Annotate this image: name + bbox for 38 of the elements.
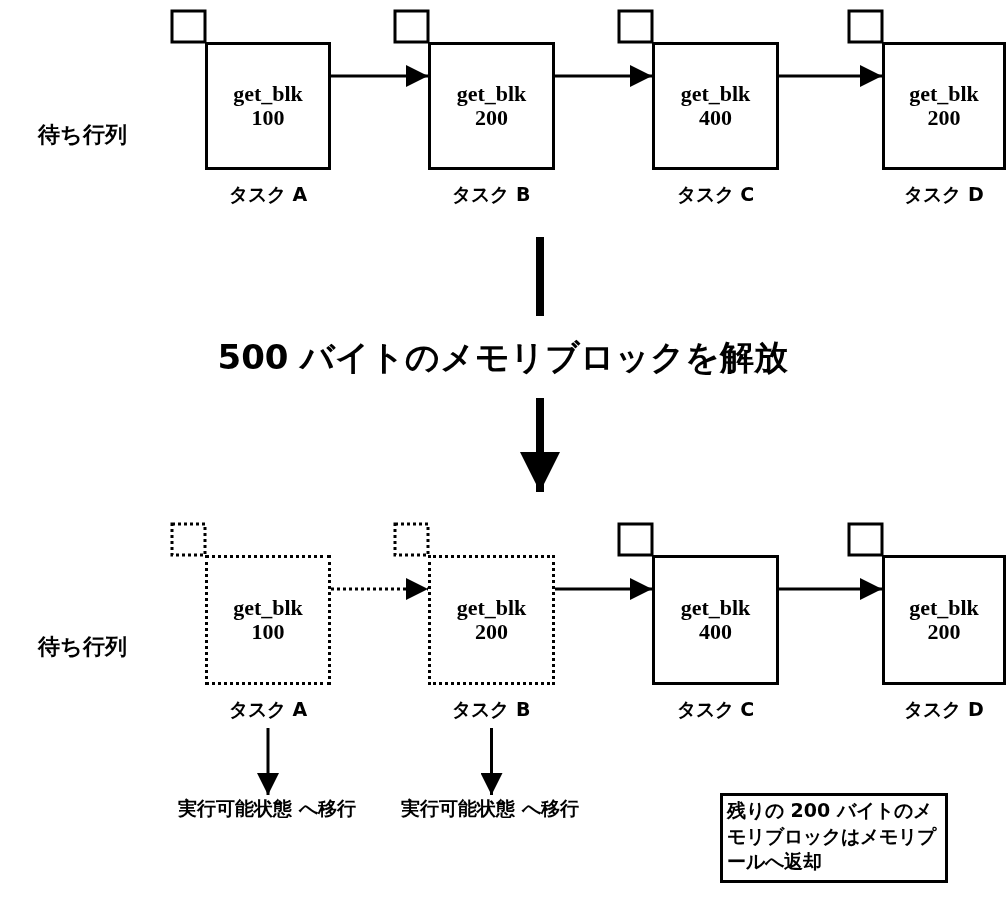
request-text: get_blk 400 (679, 81, 752, 131)
heading-text: 500 バイトのメモリブロックを解放 (217, 336, 789, 379)
task-name: タスク A (227, 697, 309, 722)
task-name: タスク B (451, 697, 532, 722)
task-name: タスク B (451, 182, 532, 207)
task-box (205, 555, 331, 685)
task-box (652, 555, 779, 685)
task-box (882, 42, 1006, 170)
arrow (555, 65, 652, 87)
task-box (205, 42, 331, 170)
status-text: 実行可能状態 へ移行 (400, 795, 580, 851)
status-text: 実行可能状態 へ移行 (177, 795, 357, 851)
request-text: get_blk 200 (455, 81, 528, 131)
request-text: get_blk 100 (232, 595, 304, 645)
arrow (257, 728, 279, 795)
arrow (480, 728, 503, 795)
task-name: タスク C (675, 697, 756, 722)
arrow (779, 578, 882, 600)
arrow (331, 578, 428, 600)
task-box (428, 42, 555, 170)
queue-label: 待ち行列 (38, 121, 127, 149)
task-box (882, 555, 1006, 685)
request-text: get_blk 100 (232, 81, 304, 131)
task-name: タスク A (227, 182, 309, 207)
task-name: タスク D (903, 182, 985, 207)
arrow (555, 578, 652, 600)
task-box (428, 555, 555, 685)
request-text: get_blk 200 (908, 81, 980, 131)
arrow (331, 65, 428, 87)
note-box: 残りの 200 バイトのメモリブロックはメモリプールへ返却 (720, 793, 948, 883)
request-text: get_blk 200 (455, 595, 528, 645)
queue-label: 待ち行列 (38, 633, 127, 661)
task-box (652, 42, 779, 170)
request-text: get_blk 400 (679, 595, 752, 645)
task-name: タスク C (675, 182, 756, 207)
request-text: get_blk 200 (908, 595, 980, 645)
arrow (779, 65, 882, 87)
task-name: タスク D (903, 697, 985, 722)
